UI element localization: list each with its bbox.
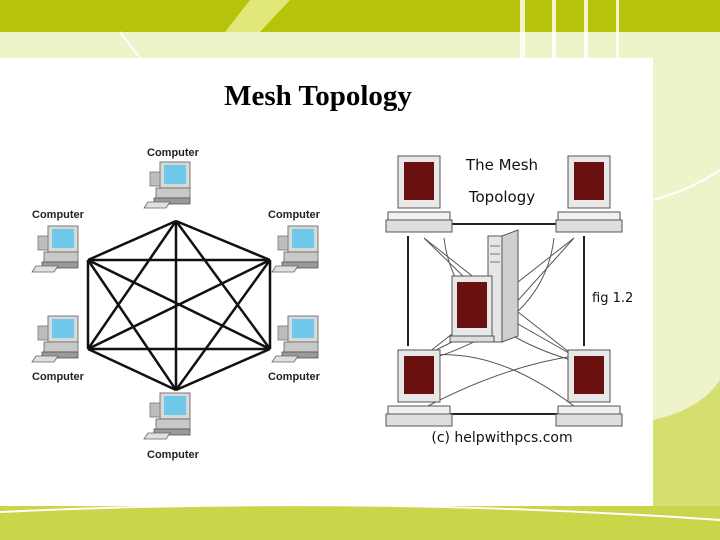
computer-node-lower-right: Computer xyxy=(268,315,321,383)
computer-label: Computer xyxy=(147,449,200,461)
diagram-title-line2: Topology xyxy=(468,188,535,206)
crt-computer-top-right xyxy=(555,155,623,233)
computer-label: Computer xyxy=(147,147,200,159)
figure-label: fig 1.2 xyxy=(592,291,633,306)
computer-node-top: Computer xyxy=(143,147,200,209)
computer-node-bottom: Computer xyxy=(143,392,200,461)
slide-content-area xyxy=(0,58,653,506)
server-tower xyxy=(487,229,519,343)
mesh-topology-diagram-left: Computer Computer Computer Computer Comp… xyxy=(31,147,321,461)
computer-label: Computer xyxy=(32,209,85,221)
mesh-links xyxy=(86,219,272,392)
credit-label: (c) helpwithpcs.com xyxy=(431,430,572,446)
crt-computer-bottom-right xyxy=(555,349,623,427)
top-accent-band xyxy=(0,0,720,32)
diagram-title-line1: The Mesh xyxy=(465,156,538,174)
slide-title: Mesh Topology xyxy=(224,80,412,112)
computer-node-lower-left: Computer xyxy=(31,315,85,383)
crt-computer-center xyxy=(449,275,495,343)
computer-label: Computer xyxy=(268,209,321,221)
mesh-topology-diagram-right: The Mesh Topology fig 1.2 (c) helpwithpc… xyxy=(385,155,633,446)
crt-computer-bottom-left xyxy=(385,349,453,427)
computer-label: Computer xyxy=(32,371,85,383)
mesh-links-right xyxy=(407,223,585,415)
computer-label: Computer xyxy=(268,371,321,383)
crt-computer-top-left xyxy=(385,155,453,233)
computer-node-upper-right: Computer xyxy=(268,209,321,273)
computer-node-upper-left: Computer xyxy=(31,209,85,273)
